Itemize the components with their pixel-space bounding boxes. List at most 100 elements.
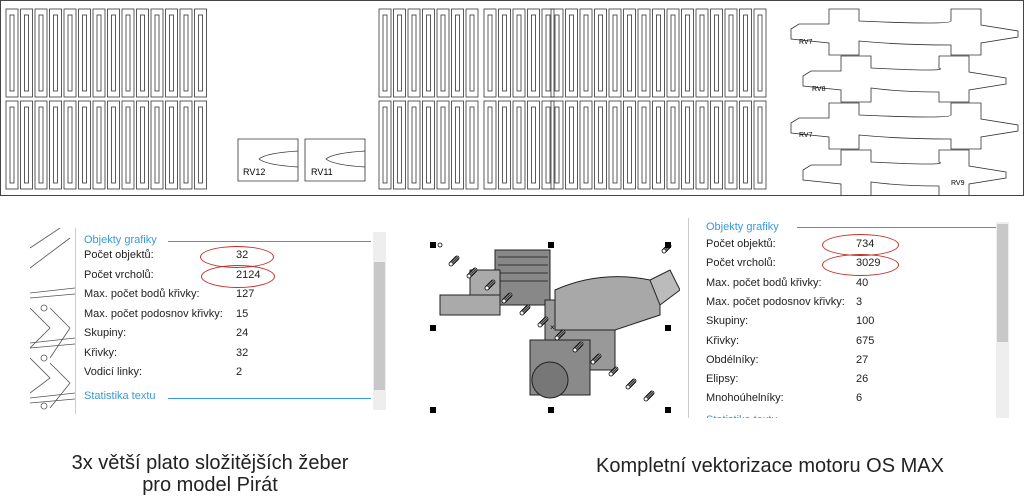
- rib-outline: [378, 8, 392, 98]
- stat-label: Elipsy:: [706, 373, 739, 386]
- selection-handle[interactable]: [665, 325, 671, 331]
- stat-row: Max. počet podosnov křivky:3: [706, 293, 956, 312]
- rib-outline: [714, 106, 719, 184]
- rib-outline: [652, 8, 665, 98]
- rib-outline: [49, 100, 62, 190]
- section-title: Statistika textu: [84, 390, 156, 402]
- rib-outline: [169, 14, 174, 92]
- rib-outline: [608, 8, 622, 98]
- rib-outline: [527, 100, 540, 190]
- selection-handle[interactable]: [430, 407, 436, 413]
- rib-outline: [53, 106, 58, 184]
- rib-outline: [96, 14, 102, 92]
- rib-outline: [541, 8, 555, 98]
- stat-row: Křivky:675: [706, 332, 956, 351]
- selection-handle[interactable]: [548, 407, 554, 413]
- scrollbar-thumb[interactable]: [997, 224, 1008, 342]
- rib-outline: [531, 106, 536, 184]
- rib-outline: [92, 8, 106, 98]
- selection-handle[interactable]: [665, 407, 671, 413]
- rib-outline: [179, 8, 193, 98]
- stat-label: Max. počet bodů křivky:: [84, 288, 200, 300]
- rib-outline: [125, 106, 131, 184]
- rib-outline: [426, 14, 431, 92]
- rib-outline: [49, 8, 62, 98]
- rib-outline: [757, 106, 763, 184]
- rib-layout-sheet: RV12 RV11 RV7 RV8 RV7 RV9: [0, 0, 1024, 197]
- scrollbar[interactable]: [996, 222, 1009, 418]
- rib-outline: [757, 14, 763, 92]
- node-point: [501, 298, 507, 304]
- rib-outline: [637, 100, 651, 190]
- stat-label: Vodicí linky:: [84, 366, 143, 378]
- rib-outline: [512, 100, 526, 190]
- rib-outline: [710, 8, 723, 98]
- rib-outline: [194, 100, 207, 190]
- rib-outline: [579, 8, 593, 98]
- rib-outline: [194, 8, 207, 98]
- rib-outline: [92, 100, 106, 190]
- rib-outline: [753, 8, 767, 98]
- part-label-rv9: RV9: [951, 180, 965, 187]
- selection-handle[interactable]: [430, 325, 436, 331]
- stat-label: Počet objektů:: [84, 249, 154, 261]
- rib-outline: [411, 106, 417, 184]
- rib-outline: [455, 14, 460, 92]
- rib-outline: [743, 106, 748, 184]
- rib-outline: [502, 106, 507, 184]
- rib-outline: [608, 100, 622, 190]
- rib-outline: [531, 14, 536, 92]
- stat-value: 32: [236, 346, 249, 359]
- stat-row: Max. počet bodů křivky:127: [84, 285, 334, 304]
- rib-outline: [63, 100, 77, 190]
- rib-outline: [627, 14, 632, 92]
- rib-outline: [594, 100, 607, 190]
- rib-outline: [67, 106, 73, 184]
- rib-outline: [150, 8, 164, 98]
- scrollbar[interactable]: [373, 232, 386, 410]
- highlight-oval: [822, 234, 899, 256]
- rib-outline: [154, 106, 160, 184]
- stat-value: 26: [856, 373, 869, 386]
- rib-outline: [739, 8, 752, 98]
- rib-outline: [407, 100, 421, 190]
- stat-value: 100: [856, 315, 875, 328]
- rib-outline: [382, 106, 388, 184]
- rib-outline: [469, 14, 475, 92]
- rib-outline: [666, 100, 680, 190]
- rib-outline: [9, 14, 15, 92]
- stat-row: Mnohoúhelníky:6: [706, 389, 956, 408]
- rib-sketch-strip: [30, 228, 75, 410]
- stat-row: Skupiny:100: [706, 312, 956, 331]
- rib-outline: [38, 106, 44, 184]
- selection-handle[interactable]: [430, 242, 436, 248]
- rib-outline: [483, 100, 497, 190]
- rib-outline: [641, 106, 647, 184]
- selection-handle[interactable]: [665, 242, 671, 248]
- rib-outline: [743, 14, 748, 92]
- rib-outline: [397, 14, 402, 92]
- stat-label: Počet objektů:: [706, 238, 776, 250]
- rib-outline: [550, 8, 564, 98]
- stat-row: Vodicí linky:2: [84, 363, 334, 382]
- caption-left-line1: 3x větší plato složitějších žeber: [71, 452, 349, 474]
- selection-handle[interactable]: [548, 242, 554, 248]
- part-label-rv8: RV8: [812, 86, 826, 93]
- rib-outline: [724, 8, 738, 98]
- rib-outline: [469, 106, 475, 184]
- rib-outline: [670, 14, 676, 92]
- rib-outline: [739, 100, 752, 190]
- rib-outline: [487, 14, 493, 92]
- scrollbar-thumb[interactable]: [374, 262, 385, 390]
- rib-outline: [34, 8, 48, 98]
- rib-layout-drawing: [5, 8, 1019, 197]
- rib-outline: [121, 8, 135, 98]
- rib-outline: [34, 100, 48, 190]
- rib-outline: [516, 106, 522, 184]
- rib-outline: [790, 8, 1019, 56]
- rib-outline: [82, 14, 87, 92]
- node-point: [554, 335, 560, 341]
- rib-outline: [527, 8, 540, 98]
- rib-outline: [695, 8, 709, 98]
- section-title: Statistika textu: [706, 414, 778, 418]
